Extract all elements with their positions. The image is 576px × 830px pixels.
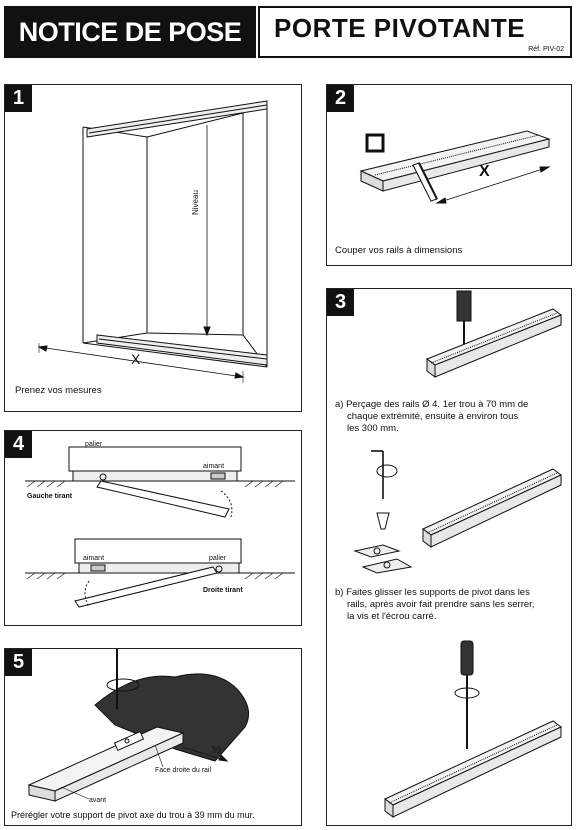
step-number: 3 bbox=[327, 289, 354, 316]
pivot-setting-illustration bbox=[27, 649, 250, 802]
step-4-panel: 4 bbox=[4, 430, 302, 626]
avant-label: avant bbox=[89, 797, 107, 804]
dimension-x-label: X bbox=[131, 351, 141, 367]
reference-code: Réf. PIV-02 bbox=[528, 46, 564, 53]
aimant-label-top: aimant bbox=[203, 463, 225, 470]
hinge-orientation-illustration bbox=[25, 446, 295, 608]
header-product: PORTE PIVOTANTE Réf. PIV-02 bbox=[258, 6, 572, 58]
step-5-panel: 5 39 Face droite du rail avant Prérégler… bbox=[4, 648, 302, 826]
step-3a-caption: a) Perçage des rails Ø 4. 1er trou à 70 … bbox=[335, 399, 528, 435]
step-3b-line-2: rails, après avoir fait prendre sans les… bbox=[347, 599, 535, 610]
step-5-caption: Prérégler votre support de pivot axe du … bbox=[11, 810, 255, 820]
aimant-label-bottom: aimant bbox=[83, 555, 105, 562]
measure-opening-illustration bbox=[37, 100, 268, 383]
step-number: 5 bbox=[5, 649, 32, 676]
header-notice-de-pose: NOTICE DE POSE bbox=[4, 6, 256, 58]
gauche-tirant-label: Gauche tirant bbox=[27, 493, 73, 500]
product-title: PORTE PIVOTANTE bbox=[274, 13, 526, 43]
niveau-label: Niveau bbox=[191, 190, 200, 215]
palier-label-top: palier bbox=[85, 441, 103, 448]
drilling-and-assembly-illustration bbox=[353, 290, 563, 818]
step-1-caption: Prenez vos mesures bbox=[15, 385, 102, 396]
step-3b-line-1: b) Faites glisser les supports de pivot … bbox=[335, 587, 530, 598]
step-3a-line-3: les 300 mm. bbox=[347, 423, 399, 434]
step-2-caption: Couper vos rails à dimensions bbox=[335, 245, 463, 256]
droite-tirant-label: Droite tirant bbox=[203, 587, 243, 594]
step-3a-line-1: a) Perçage des rails Ø 4. 1er trou à 70 … bbox=[335, 399, 529, 410]
step-3a-line-2: chaque extrémité, ensuite à environ tous bbox=[347, 411, 519, 422]
step-number: 1 bbox=[5, 85, 32, 112]
dimension-39-label: 39 bbox=[211, 745, 222, 755]
palier-label-bottom: palier bbox=[209, 555, 227, 562]
step-number: 4 bbox=[5, 431, 32, 458]
step-3b-line-3: la vis et l'écrou carré. bbox=[347, 611, 437, 622]
face-droite-label: Face droite du rail bbox=[155, 767, 212, 774]
dimension-x-label: X bbox=[479, 163, 490, 180]
step-3b-caption: b) Faites glisser les supports de pivot … bbox=[335, 587, 534, 623]
step-2-panel: 2 X Couper vos rails à dimensions bbox=[326, 84, 572, 266]
cut-rails-illustration bbox=[359, 130, 551, 204]
step-1-panel: 1 bbox=[4, 84, 302, 412]
step-number: 2 bbox=[327, 85, 354, 112]
step-3-panel: 3 bbox=[326, 288, 572, 826]
